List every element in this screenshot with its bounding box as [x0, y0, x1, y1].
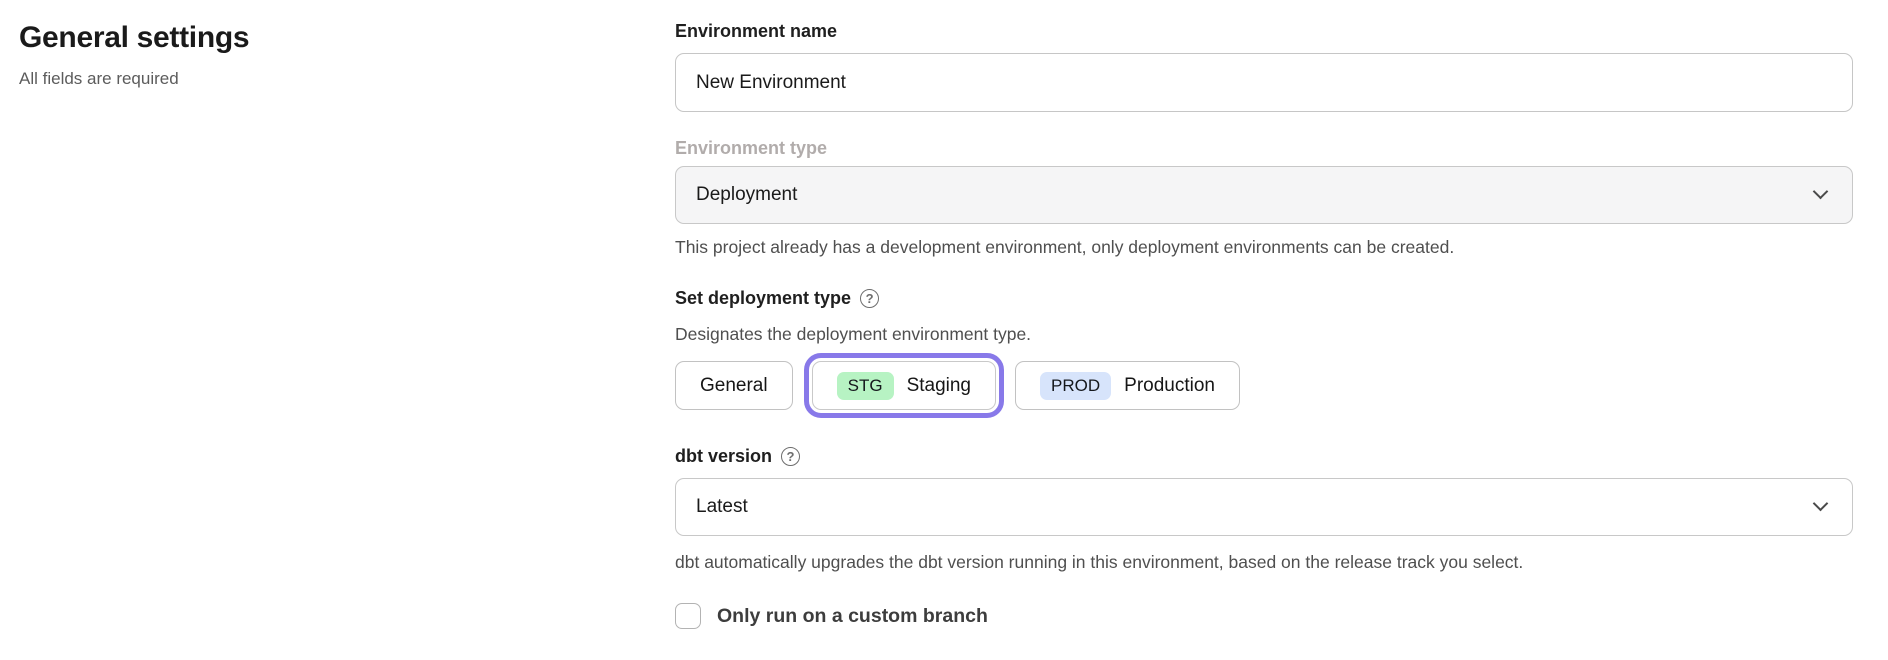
page-title: General settings	[19, 21, 250, 54]
staging-badge: STG	[836, 371, 894, 400]
environment-settings-form: Environment name Environment type Deploy…	[675, 20, 1853, 629]
deployment-type-staging-button[interactable]: STG Staging	[803, 353, 1005, 418]
help-icon[interactable]: ?	[860, 288, 880, 308]
dbt-version-label: dbt version	[675, 446, 773, 466]
custom-branch-row[interactable]: Only run on a custom branch	[675, 603, 1853, 629]
environment-type-helper: This project already has a development e…	[675, 237, 1455, 257]
deployment-type-staging-label: Staging	[906, 374, 972, 396]
custom-branch-checkbox[interactable]	[675, 603, 701, 629]
deployment-type-description: Designates the deployment environment ty…	[675, 324, 1032, 344]
dbt-version-helper: dbt automatically upgrades the dbt versi…	[675, 552, 1524, 572]
production-badge: PROD	[1040, 371, 1112, 400]
settings-header: General settings All fields are required	[19, 20, 539, 89]
environment-type-label: Environment type	[675, 138, 828, 158]
custom-branch-label: Only run on a custom branch	[717, 604, 988, 627]
chevron-down-icon	[1812, 183, 1829, 200]
environment-name-label: Environment name	[675, 21, 838, 41]
deployment-type-label: Set deployment type	[675, 288, 852, 308]
page-subtitle: All fields are required	[19, 69, 179, 88]
deployment-type-options: General STG Staging PROD Production	[675, 353, 1853, 418]
environment-name-input[interactable]	[675, 53, 1853, 112]
deployment-type-general-label: General	[700, 374, 768, 396]
environment-type-value: Deployment	[696, 184, 798, 205]
help-icon[interactable]: ?	[781, 446, 801, 466]
deployment-type-production-label: Production	[1124, 374, 1215, 396]
environment-type-select[interactable]: Deployment	[675, 166, 1853, 224]
dbt-version-value: Latest	[696, 496, 748, 517]
deployment-type-general-button[interactable]: General	[675, 361, 793, 410]
deployment-type-production-button[interactable]: PROD Production	[1015, 361, 1240, 410]
chevron-down-icon	[1812, 495, 1829, 512]
dbt-version-select[interactable]: Latest	[675, 478, 1853, 536]
